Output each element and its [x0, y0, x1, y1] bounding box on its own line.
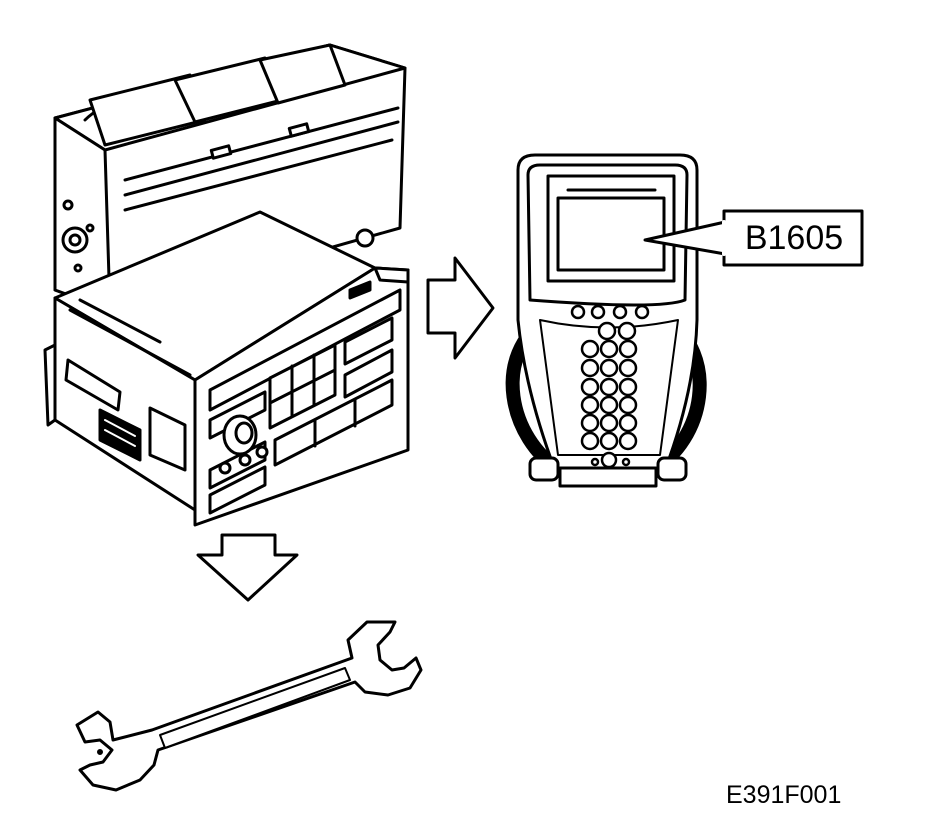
dtc-code-label: B1605: [744, 218, 844, 257]
radio-head-unit: [43, 210, 410, 527]
scan-tool-keypad: [570, 304, 650, 469]
diagnostic-scan-tool: [505, 153, 707, 488]
right-arrow: [426, 256, 495, 360]
down-arrow: [196, 533, 299, 602]
wrench: [75, 620, 423, 792]
cd-changer-unit: [53, 43, 407, 312]
callout-box: [722, 209, 864, 267]
figure-id-label: E391F001: [726, 781, 842, 809]
